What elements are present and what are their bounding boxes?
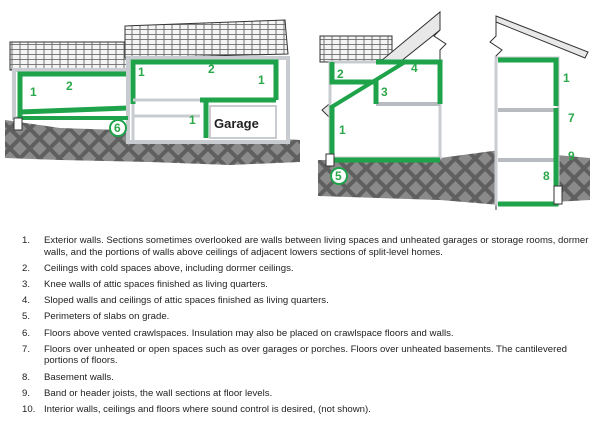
legend-text: Ceilings with cold spaces above, includi… (44, 262, 294, 274)
left-label-1b: 1 (138, 65, 145, 79)
right-dormer-roof (319, 35, 393, 63)
legend-number: 5. (22, 311, 31, 323)
left-label-2b: 2 (208, 62, 215, 76)
right-label-2: 2 (337, 67, 344, 81)
legend-number: 8. (22, 371, 31, 383)
garage-door (209, 105, 277, 139)
legend-number: 7. (22, 343, 31, 355)
legend-text: Perimeters of slabs on grade. (44, 311, 170, 323)
right-label-3: 3 (381, 85, 388, 99)
right-label-8: 8 (543, 169, 550, 183)
right-label-7: 7 (568, 111, 575, 125)
garage-label: Garage (214, 116, 259, 131)
right-label-4: 4 (411, 61, 418, 75)
legend-text: Band or header joists, the wall sections… (44, 387, 273, 399)
left-label-6: 6 (114, 121, 121, 135)
insulation-locations-diagram: 1 2 1 2 1 1 6 Garage (5, 10, 590, 210)
left-label-1a: 1 (30, 85, 37, 99)
right-label-5: 5 (335, 169, 342, 183)
legend-item: 4. Sloped walls and ceilings of attic spa… (22, 295, 592, 307)
legend-text: Knee walls of attic spaces finished as l… (44, 278, 268, 290)
right-foundation-post (325, 153, 335, 167)
right-side-post (553, 185, 563, 205)
right-dormer-insulation (329, 59, 443, 104)
right-label-9: 9 (568, 149, 575, 163)
legend-item: 1. Exterior walls. Sections sometimes ove… (22, 235, 592, 258)
left-wing-roof (9, 41, 129, 71)
right-label-5-badge (330, 167, 348, 185)
right-label-1a: 1 (339, 123, 346, 137)
left-label-1c: 1 (258, 73, 265, 87)
legend-text: Floors over unheated or open spaces such… (44, 343, 567, 367)
left-label-6-badge (109, 119, 127, 137)
left-label-1d: 1 (189, 113, 196, 127)
legend-number: 9. (22, 387, 31, 399)
legend-item: 2. Ceilings with cold spaces above, inclu… (22, 263, 592, 275)
main-roof (124, 19, 289, 59)
insulation-legend: 1. Exterior walls. Sections sometimes ove… (22, 235, 592, 420)
legend-item: 7. Floors over unheated or open spaces su… (22, 344, 592, 367)
legend-number: 6. (22, 327, 31, 339)
legend-text: Exterior walls. Sections sometimes overl… (44, 235, 589, 258)
legend-number: 3. (22, 278, 31, 290)
legend-number: 4. (22, 295, 31, 307)
legend-text: Interior walls, ceilings and floors wher… (44, 403, 371, 415)
legend-number: 10. (22, 403, 36, 415)
legend-number: 2. (22, 262, 31, 274)
right-floor-dividers (376, 102, 556, 162)
right-sloped-insulation (328, 60, 407, 110)
main-floor-line (131, 98, 200, 140)
legend-text: Floors above vented crawlspaces. Insulat… (44, 327, 454, 339)
legend-item: 10. Interior walls, ceilings and floors w… (22, 404, 592, 416)
legend-text: Basement walls. (44, 371, 114, 383)
legend-item: 9. Band or header joists, the wall sectio… (22, 388, 592, 400)
left-house: 1 2 1 2 1 1 6 Garage (5, 19, 300, 165)
legend-item: 3. Knee walls of attic spaces finished as… (22, 279, 592, 291)
left-label-2a: 2 (66, 79, 73, 93)
legend-item: 8. Basement walls. (22, 372, 592, 384)
main-block-insulation (130, 59, 279, 138)
left-wing-insulation (17, 71, 130, 118)
right-label-1b: 1 (563, 71, 570, 85)
legend-number: 1. (22, 235, 31, 246)
right-section-roof (495, 15, 589, 59)
legend-text: Sloped walls and ceilings of attic space… (44, 295, 329, 307)
left-foundation-post (13, 117, 23, 131)
legend-item: 5. Perimeters of slabs on grade. (22, 311, 592, 323)
right-house: 2 4 3 1 1 7 9 8 5 (318, 10, 590, 210)
legend-item: 6. Floors above vented crawlspaces. Insul… (22, 328, 592, 340)
